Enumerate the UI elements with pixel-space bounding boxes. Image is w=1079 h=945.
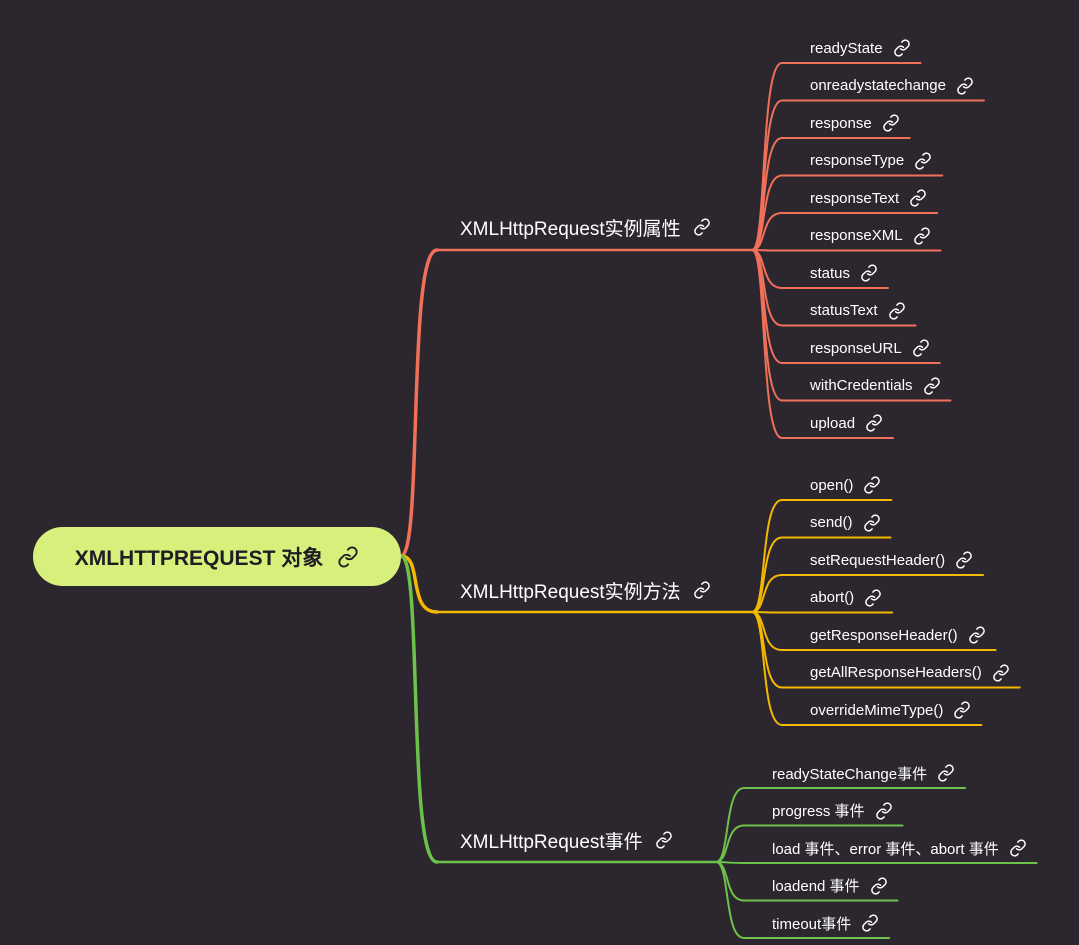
link-icon[interactable] [913,226,931,245]
subtopic-node[interactable]: readyStateChange事件 [772,762,955,784]
subtopic-label: response [810,114,872,132]
connector-line [715,787,745,863]
subtopic-node[interactable]: statusText [810,300,906,322]
subtopic-label: responseURL [810,339,902,357]
subtopic-node[interactable]: getResponseHeader() [810,624,986,646]
link-icon[interactable] [912,339,930,357]
subtopic-label: readyState [810,39,883,57]
connector-line [751,574,783,613]
connector-line [751,212,783,251]
subtopic-label: progress 事件 [772,803,865,820]
branch-topic-label: XMLHttpRequest事件 [460,831,643,853]
link-icon[interactable] [968,626,986,644]
link-icon[interactable] [337,545,359,568]
link-icon[interactable] [863,476,881,494]
subtopic-label: timeout事件 [772,915,852,933]
connector-line [751,174,783,251]
subtopic-label: status [810,264,851,282]
connector-line [399,248,439,558]
subtopic-node[interactable]: responseText [810,187,927,209]
branch-topic-properties[interactable]: XMLHttpRequest实例属性 [460,214,711,240]
link-icon[interactable] [870,876,888,895]
subtopic-label: responseXML [810,227,903,244]
subtopic-label: overrideMimeType() [810,701,944,719]
branch-topic-events[interactable]: XMLHttpRequest事件 [460,827,673,853]
subtopic-label: getAllResponseHeaders() [810,664,982,681]
subtopic-label: responseType [810,152,905,169]
subtopic-node[interactable]: timeout事件 [772,912,879,934]
subtopic-label: loadend 事件 [772,878,860,895]
branch-topic-methods[interactable]: XMLHttpRequest实例方法 [460,577,711,603]
subtopic-label: statusText [810,302,878,319]
link-icon[interactable] [863,513,881,532]
subtopic-label: getResponseHeader() [810,626,958,644]
link-icon[interactable] [655,831,673,849]
link-icon[interactable] [909,189,927,207]
link-icon[interactable] [1009,839,1027,857]
link-icon[interactable] [914,151,932,170]
subtopic-node[interactable]: send() [810,512,881,534]
connector-line [751,611,783,726]
subtopic-label: abort() [810,589,855,606]
link-icon[interactable] [693,218,711,236]
connector-line [715,861,745,939]
subtopic-node[interactable]: progress 事件 [772,800,893,822]
link-icon[interactable] [861,914,879,932]
connector-line [751,249,783,439]
subtopic-label: load 事件、error 事件、abort 事件 [772,840,999,858]
subtopic-node[interactable]: getAllResponseHeaders() [810,662,1010,684]
link-icon[interactable] [992,663,1010,682]
subtopic-label: setRequestHeader() [810,551,946,569]
subtopic-node[interactable]: response [810,112,900,134]
link-icon[interactable] [956,76,974,95]
connector-line [751,536,783,613]
subtopic-node[interactable]: responseXML [810,225,931,247]
subtopic-node[interactable]: overrideMimeType() [810,699,971,721]
link-icon[interactable] [882,114,900,132]
subtopic-node[interactable]: status [810,262,878,284]
subtopic-node[interactable]: abort() [810,587,882,609]
subtopic-node[interactable]: onreadystatechange [810,75,974,97]
branch-topic-label: XMLHttpRequest实例属性 [460,218,681,240]
link-icon[interactable] [937,764,955,782]
link-icon[interactable] [860,264,878,282]
connector-line [715,861,745,902]
subtopic-node[interactable]: responseURL [810,337,930,359]
link-icon[interactable] [888,301,906,320]
link-icon[interactable] [693,581,711,599]
subtopic-node[interactable]: upload [810,412,883,434]
subtopic-label: readyStateChange事件 [772,765,928,783]
subtopic-label: responseText [810,189,900,207]
connector-line [399,554,439,864]
link-icon[interactable] [953,701,971,719]
subtopic-label: withCredentials [810,377,913,394]
connector-line [399,554,439,614]
subtopic-node[interactable]: load 事件、error 事件、abort 事件 [772,837,1027,859]
link-icon[interactable] [875,801,893,820]
subtopic-node[interactable]: setRequestHeader() [810,549,973,571]
link-icon[interactable] [864,588,882,607]
subtopic-label: send() [810,514,853,531]
link-icon[interactable] [955,551,973,569]
subtopic-node[interactable]: readyState [810,37,911,59]
subtopic-node[interactable]: withCredentials [810,375,941,397]
subtopic-label: upload [810,414,856,432]
subtopic-node[interactable]: responseType [810,150,932,172]
subtopic-label: onreadystatechange [810,77,946,94]
subtopic-label: open() [810,476,854,494]
connector-line [715,824,745,863]
link-icon[interactable] [923,376,941,395]
root-topic[interactable]: XMLHTTPREQUEST 对象 [33,527,401,586]
branch-topic-label: XMLHttpRequest实例方法 [460,581,681,603]
subtopic-node[interactable]: open() [810,474,881,496]
root-topic-label: XMLHTTPREQUEST 对象 [74,546,324,570]
subtopic-node[interactable]: loadend 事件 [772,875,888,897]
link-icon[interactable] [865,414,883,432]
link-icon[interactable] [893,39,911,57]
